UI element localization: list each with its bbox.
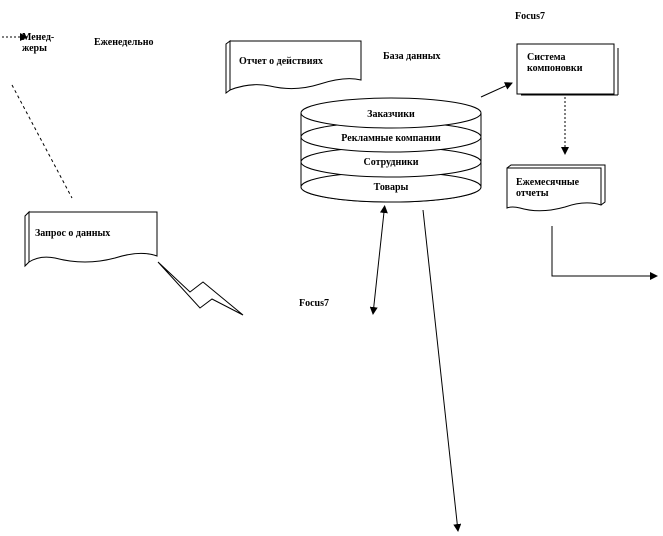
focus-mid-label: Focus7 — [299, 298, 329, 309]
layout-system-box — [516, 43, 619, 96]
actions-report-document — [225, 40, 362, 94]
monthly-reports-document — [506, 164, 606, 212]
monthly-output-arrow — [551, 226, 658, 280]
actions-report-label: Отчет о действиях — [239, 56, 323, 67]
database-cylinder — [300, 97, 482, 203]
db-layer-products: Товары — [373, 182, 409, 193]
communication-zigzag — [157, 261, 244, 316]
weekly-label: Еженедельно — [94, 37, 154, 48]
db-layer-campaigns: Рекламные компании — [341, 133, 441, 144]
db-to-bottom-arrow — [422, 209, 462, 532]
db-layer-employees: Сотрудники — [363, 157, 419, 168]
focus-top-label: Focus7 — [515, 11, 545, 22]
monthly-reports-label: Ежемесячные отчеты — [516, 177, 580, 199]
data-request-label: Запрос о данных — [35, 228, 111, 239]
managers-to-request-connector — [11, 84, 73, 199]
layout-system-label: Система компоновки — [527, 52, 583, 74]
db-layer-customers: Заказчики — [367, 109, 415, 120]
database-label: База данных — [383, 51, 441, 62]
managers-label: Менед- жеры — [22, 32, 55, 54]
db-focus-double-arrow — [369, 205, 388, 315]
data-request-document — [24, 210, 158, 268]
db-to-layout-arrow — [480, 82, 513, 98]
